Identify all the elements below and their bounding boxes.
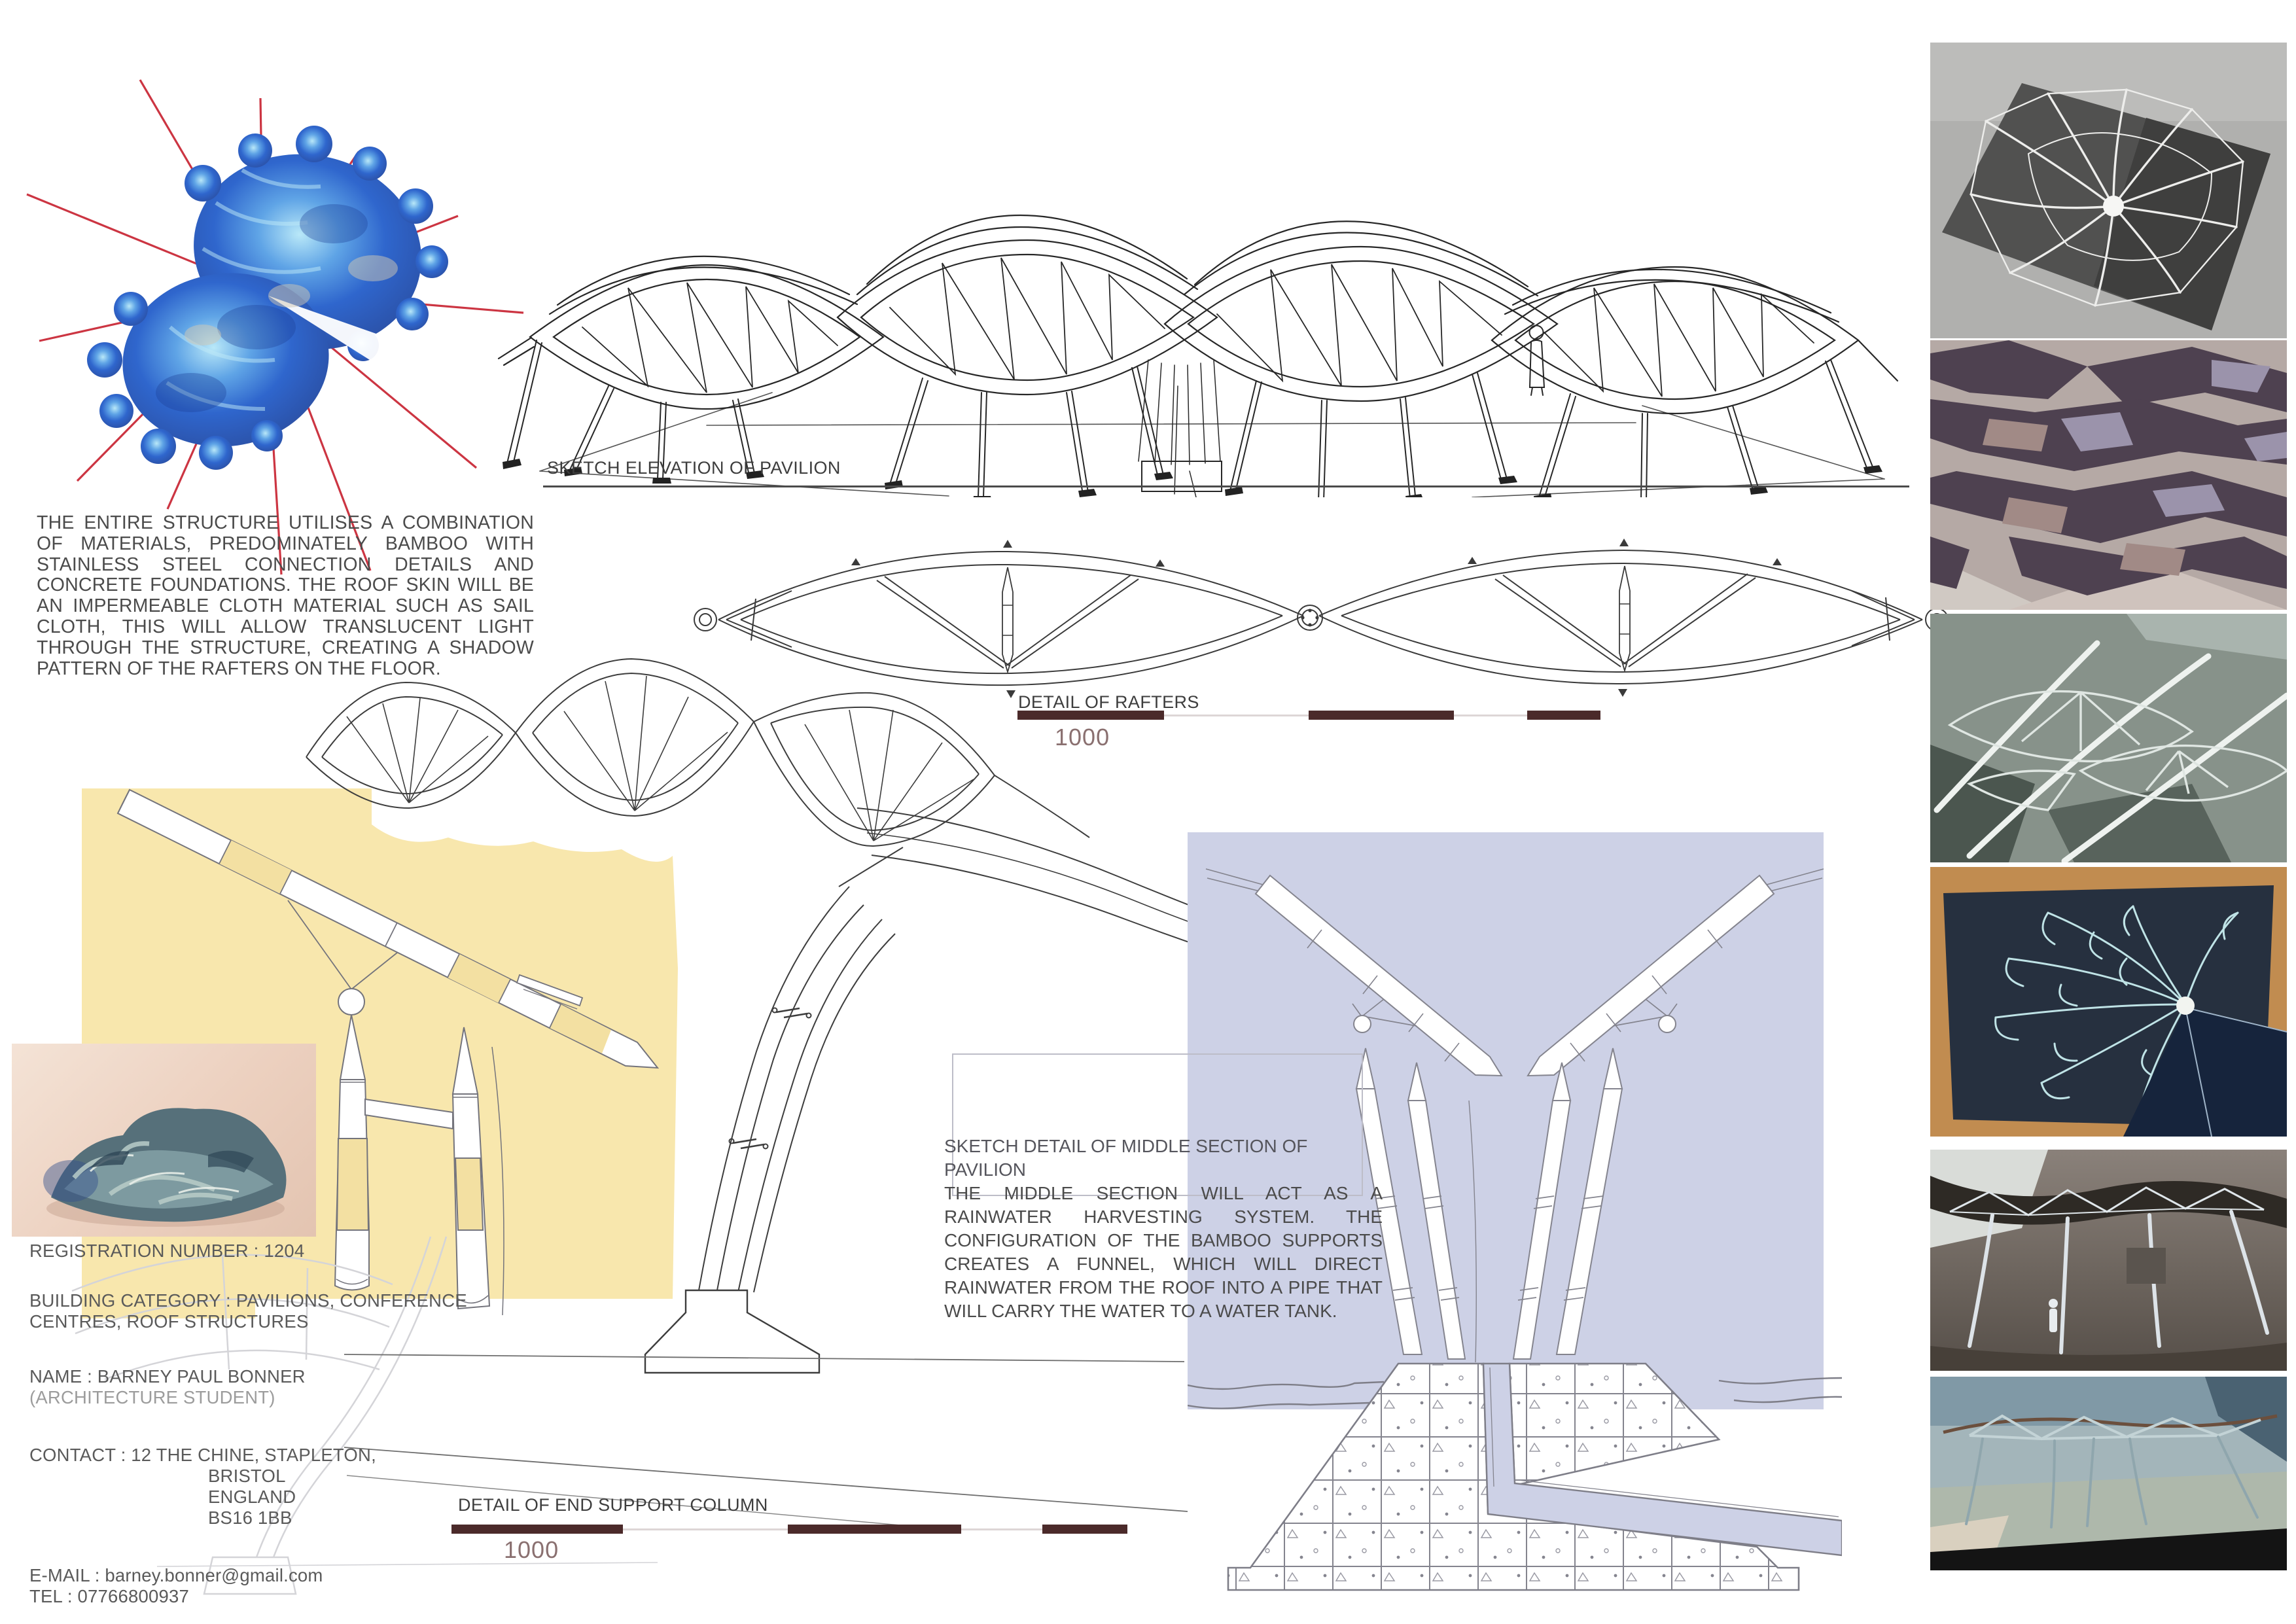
registration-number: REGISTRATION NUMBER : 1204 bbox=[29, 1241, 305, 1261]
concept-starburst-image bbox=[26, 79, 524, 575]
roof-pod bbox=[1163, 221, 1559, 402]
rafters-scale-bar bbox=[1527, 711, 1600, 720]
end-support-scale-bar bbox=[788, 1525, 961, 1534]
faint-background-sketch bbox=[71, 1236, 658, 1595]
rainwater-pipe bbox=[1482, 1362, 1842, 1557]
contact-country: ENGLAND bbox=[208, 1487, 296, 1507]
rafters-scale-value: 1000 bbox=[1055, 724, 1110, 750]
contact-line: CONTACT : 12 THE CHINE, STAPLETON, bbox=[29, 1445, 376, 1465]
clam-shell-photo bbox=[12, 1044, 316, 1237]
student-line: (ARCHITECTURE STUDENT) bbox=[29, 1387, 275, 1407]
column-footing bbox=[644, 1289, 821, 1374]
roof-pod bbox=[836, 214, 1218, 396]
bamboo-joint-sketch bbox=[116, 788, 660, 1316]
roof-pod bbox=[529, 255, 885, 410]
building-category-line1: BUILDING CATEGORY : PAVILIONS, CONFERENC… bbox=[29, 1290, 467, 1311]
scale-figure bbox=[1528, 325, 1545, 396]
middle-section-heading: SKETCH DETAIL OF MIDDLE SECTION OF PAVIL… bbox=[944, 1136, 1308, 1180]
roof-truss-band bbox=[306, 658, 1090, 847]
curved-mast bbox=[698, 886, 896, 1293]
end-support-scale-value: 1000 bbox=[504, 1536, 559, 1563]
email-line: E-MAIL : barney.bonner@gmail.com bbox=[29, 1565, 323, 1585]
model-photo-5 bbox=[1930, 1150, 2287, 1371]
tel-line: TEL : 07766800937 bbox=[29, 1586, 189, 1606]
sketch-elevation-label: SKETCH ELEVATION OF PAVILION bbox=[547, 458, 841, 478]
rafters-scale-bar bbox=[1309, 711, 1454, 720]
contact-city: BRISTOL bbox=[208, 1466, 286, 1486]
middle-section-sketch bbox=[1188, 868, 1842, 1591]
blue-coral-shape bbox=[87, 126, 458, 470]
model-photo-2 bbox=[1930, 340, 2287, 610]
model-photo-3 bbox=[1930, 614, 2287, 862]
roof-pod bbox=[1491, 266, 1899, 415]
end-support-label: DETAIL OF END SUPPORT COLUMN bbox=[458, 1495, 768, 1515]
model-photo-6 bbox=[1930, 1377, 2287, 1570]
rafters-scale-bar bbox=[1017, 711, 1164, 720]
model-photo-4 bbox=[1930, 867, 2287, 1137]
pavilion-elevation-sketch bbox=[497, 214, 1899, 497]
middle-section-body: THE MIDDLE SECTION WILL ACT AS A RAINWAT… bbox=[944, 1183, 1383, 1321]
middle-section-text: SKETCH DETAIL OF MIDDLE SECTION OF PAVIL… bbox=[944, 1135, 1383, 1323]
end-support-column-drawing bbox=[306, 658, 1466, 1528]
rafters-detail-label: DETAIL OF RAFTERS bbox=[1018, 692, 1199, 712]
model-photo-1 bbox=[1930, 43, 2287, 338]
model-photo-column bbox=[1930, 43, 2287, 1580]
name-line: NAME : BARNEY PAUL BONNER bbox=[29, 1366, 306, 1386]
building-category-line2: CENTRES, ROOF STRUCTURES bbox=[29, 1311, 309, 1332]
contact-postcode: BS16 1BB bbox=[208, 1508, 292, 1528]
elevation-underline bbox=[543, 485, 1909, 487]
funnel-columns bbox=[1355, 1048, 1623, 1363]
intro-paragraph: THE ENTIRE STRUCTURE UTILISES A COMBINAT… bbox=[37, 512, 534, 679]
empty-callout-box bbox=[952, 1053, 1363, 1196]
end-support-scale-bar bbox=[451, 1525, 623, 1534]
end-support-scale-bar bbox=[1042, 1525, 1127, 1534]
